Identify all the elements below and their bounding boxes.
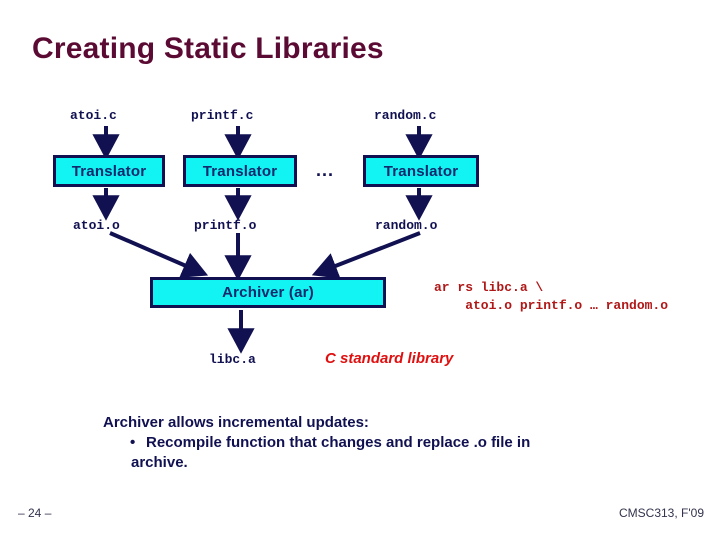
source-file-label-atoi-c: atoi.c bbox=[70, 108, 117, 123]
translator-box-label: Translator bbox=[71, 162, 147, 180]
footer-course-label: CMSC313, F'09 bbox=[619, 506, 704, 520]
archive-output-caption: C standard library bbox=[325, 350, 454, 367]
translator-box-label: Translator bbox=[383, 162, 459, 180]
ellipsis-between-translators: ... bbox=[316, 160, 335, 180]
notes-heading: Archiver allows incremental updates: bbox=[103, 414, 369, 431]
page-title: Creating Static Libraries bbox=[32, 32, 384, 65]
archive-output-label-libc-a: libc.a bbox=[209, 352, 256, 367]
translator-box-label: Translator bbox=[202, 162, 278, 180]
object-file-label-atoi-o: atoi.o bbox=[73, 218, 120, 233]
translator-box-atoi[interactable]: Translator bbox=[53, 155, 165, 187]
ar-command-line-2: atoi.o printf.o … random.o bbox=[434, 298, 669, 313]
notes-bullet-line-2: archive. bbox=[131, 454, 188, 471]
source-file-label-printf-c: printf.c bbox=[191, 108, 254, 123]
notes-bullet-line-1: Recompile function that changes and repl… bbox=[146, 434, 531, 451]
arrow-random-o-to-archiver bbox=[311, 231, 421, 279]
source-file-label-random-c: random.c bbox=[374, 108, 437, 123]
archiver-box-label: Archiver (ar) bbox=[222, 284, 314, 301]
footer-page-number: – 24 – bbox=[18, 506, 52, 520]
translator-box-random[interactable]: Translator bbox=[363, 155, 479, 187]
notes-bullet-marker: • bbox=[130, 434, 136, 451]
archiver-box[interactable]: Archiver (ar) bbox=[150, 277, 386, 308]
arrow-atoi-o-to-archiver bbox=[109, 231, 209, 278]
ar-command-line-1: ar rs libc.a \ bbox=[434, 280, 544, 295]
translator-box-printf[interactable]: Translator bbox=[183, 155, 297, 187]
object-file-label-random-o: random.o bbox=[375, 218, 438, 233]
object-file-label-printf-o: printf.o bbox=[194, 218, 257, 233]
